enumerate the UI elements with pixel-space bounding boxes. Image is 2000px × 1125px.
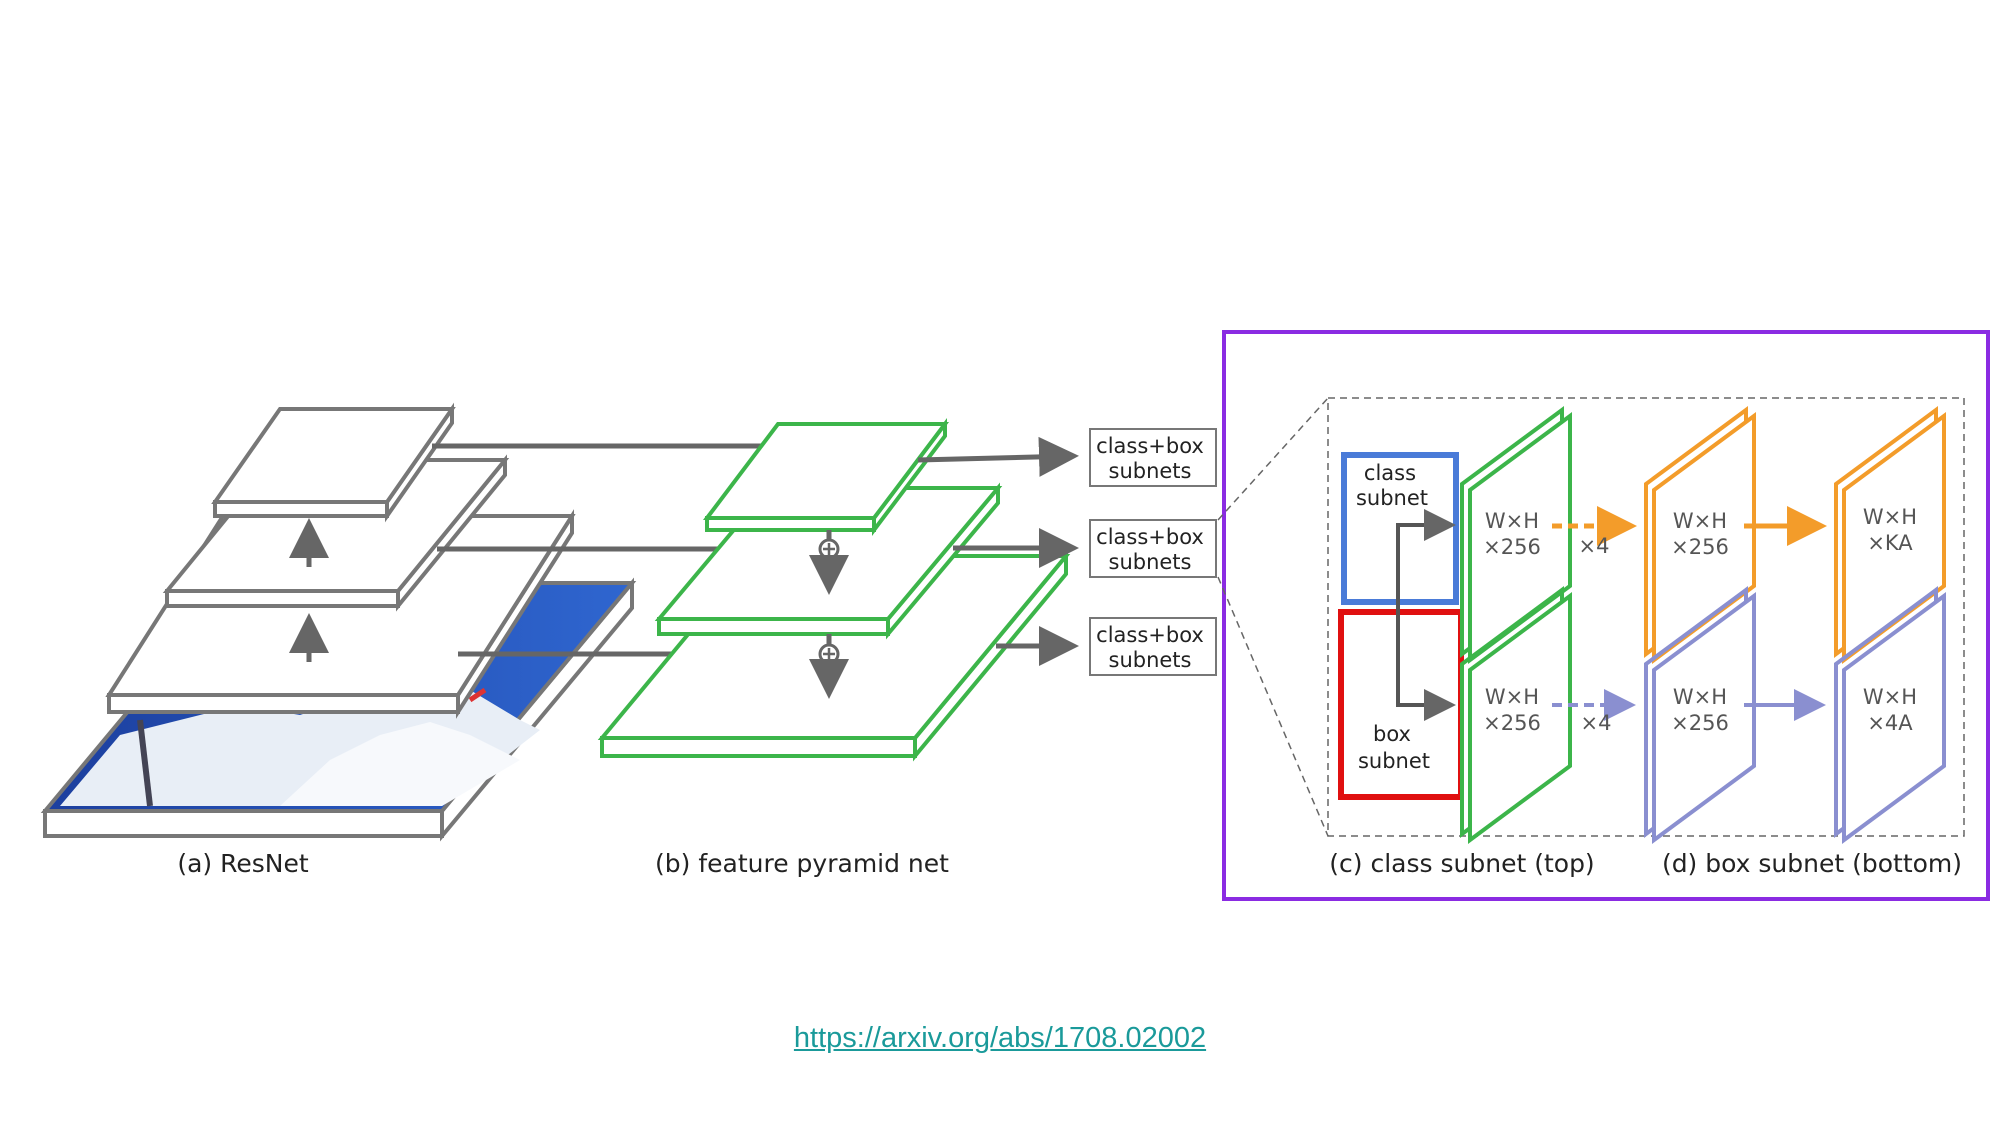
subnet-box-3-line1: class+box bbox=[1096, 623, 1204, 647]
source-link-row: https://arxiv.org/abs/1708.02002 bbox=[0, 1022, 2000, 1055]
class-subnet-label-2: subnet bbox=[1356, 486, 1428, 510]
class-input-dim-1: W×H bbox=[1485, 509, 1539, 533]
subnet-box-1: class+box subnets bbox=[1089, 428, 1217, 487]
subnet-box-1-line2: subnets bbox=[1109, 459, 1192, 483]
subnet-box-2-line2: subnets bbox=[1109, 550, 1192, 574]
box-input-map: W×H ×256 bbox=[1460, 586, 1572, 844]
class-output-dim-2: ×KA bbox=[1867, 531, 1913, 555]
subnet-box-3-line2: subnets bbox=[1109, 648, 1192, 672]
box-subnet-label-2: subnet bbox=[1358, 749, 1430, 773]
caption-fpn: (b) feature pyramid net bbox=[655, 849, 949, 878]
highlight-frame bbox=[1222, 330, 1990, 901]
class-input-map: W×H ×256 bbox=[1460, 406, 1572, 664]
subnet-box-1-line1: class+box bbox=[1096, 434, 1204, 458]
class-mid-map: W×H ×256 bbox=[1644, 406, 1756, 664]
box-input-dim-2: ×256 bbox=[1483, 711, 1541, 735]
box-mid-dim-1: W×H bbox=[1673, 685, 1727, 709]
box-output-dim-2: ×4A bbox=[1867, 711, 1913, 735]
resnet-layer-3 bbox=[211, 402, 456, 523]
class-repeat-label: ×4 bbox=[1579, 534, 1610, 558]
box-repeat-label: ×4 bbox=[1581, 711, 1612, 735]
subnet-input-arrows bbox=[1396, 509, 1456, 721]
subnet-box-3: class+box subnets bbox=[1089, 617, 1217, 676]
fpn-stack bbox=[597, 418, 1071, 762]
box-mid-map: W×H ×256 bbox=[1644, 586, 1756, 844]
class-subnet-label-1: class bbox=[1364, 461, 1416, 485]
box-output-map: W×H ×4A bbox=[1834, 586, 1946, 844]
class-input-dim-2: ×256 bbox=[1483, 535, 1541, 559]
fpn-output-arrows bbox=[917, 436, 1079, 666]
class-output-map: W×H ×KA bbox=[1834, 406, 1946, 664]
box-input-dim-1: W×H bbox=[1485, 685, 1539, 709]
subnet-box-2: class+box subnets bbox=[1089, 519, 1217, 578]
box-mid-dim-2: ×256 bbox=[1671, 711, 1729, 735]
caption-resnet: (a) ResNet bbox=[177, 849, 309, 878]
class-subnet-box: class subnet bbox=[1341, 452, 1459, 605]
class-output-dim-1: W×H bbox=[1863, 505, 1917, 529]
caption-box-subnet: (d) box subnet (bottom) bbox=[1662, 849, 1962, 878]
resnet-stack bbox=[40, 402, 637, 842]
subnet-box-2-line1: class+box bbox=[1096, 525, 1204, 549]
class-mid-dim-1: W×H bbox=[1673, 509, 1727, 533]
box-output-dim-1: W×H bbox=[1863, 685, 1917, 709]
fpn-level-1 bbox=[702, 418, 950, 536]
source-link[interactable]: https://arxiv.org/abs/1708.02002 bbox=[793, 1022, 1207, 1054]
caption-class-subnet: (c) class subnet (top) bbox=[1329, 849, 1594, 878]
class-mid-dim-2: ×256 bbox=[1671, 535, 1729, 559]
box-subnet-label-1: box bbox=[1373, 722, 1411, 746]
